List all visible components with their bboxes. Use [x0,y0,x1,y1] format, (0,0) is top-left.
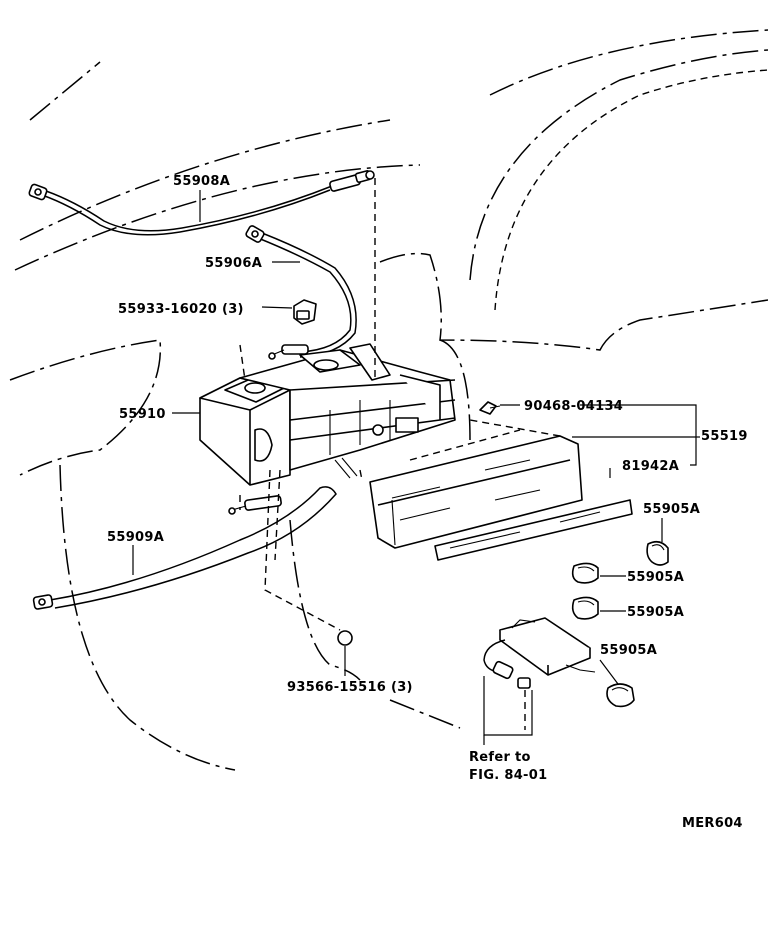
indicator-plate-81942a [434,499,633,561]
label-55905a-4: 55905A [600,643,657,658]
label-81942a: 81942A [622,459,679,474]
knob-55905a-3 [571,596,599,620]
control-panel-55519 [369,419,583,549]
blower-switch [483,617,596,689]
label-55905a-1: 55905A [643,502,700,517]
figure-code: MER604 [682,816,743,831]
label-55905a-2: 55905A [627,570,684,585]
grommet-93566 [337,630,353,646]
knob-55905a-4 [606,683,635,708]
clip-55933 [293,299,317,325]
label-55906a: 55906A [205,256,262,271]
label-55905a-3: 55905A [627,605,684,620]
callouts: 55908A 55906A 55933-16020 (3) 55910 9046… [107,174,748,831]
knob-55905a-2 [571,562,599,584]
cable-55906a [245,225,357,360]
screw-90468 [479,401,501,415]
label-fig-84-01: FIG. 84-01 [469,768,547,783]
body-outline-phantom [9,29,768,771]
label-55908a: 55908A [173,174,230,189]
leader-lines [132,190,700,745]
heater-control-55910 [199,343,456,486]
cable-55908a [28,169,375,236]
label-55910: 55910 [119,407,166,422]
label-refer-to: Refer to [469,750,531,765]
label-55933: 55933-16020 (3) [118,302,244,317]
label-55909a: 55909A [107,530,164,545]
installation-lines [239,178,526,730]
knob-55905a-1 [646,540,669,566]
label-90468: 90468-04134 [524,399,623,414]
cable-55909a [32,486,337,610]
label-55519: 55519 [701,429,748,444]
label-93566: 93566-15516 (3) [287,680,413,695]
